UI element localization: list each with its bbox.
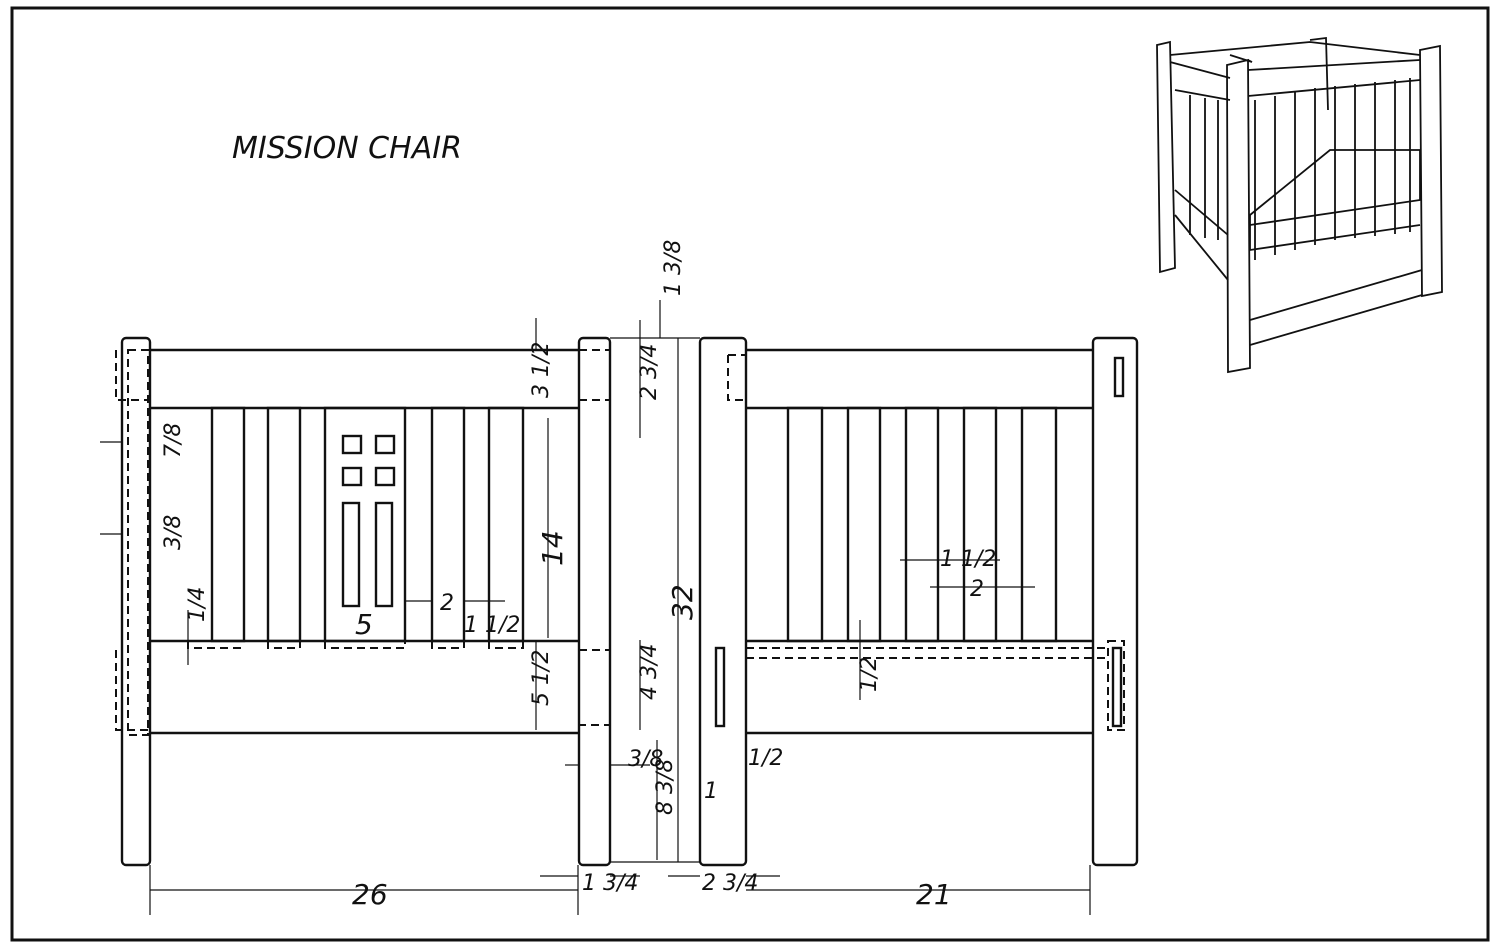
right-front-post — [577, 336, 612, 867]
svg-text:1: 1 — [704, 779, 718, 804]
svg-text:21: 21 — [916, 878, 952, 911]
svg-text:2: 2 — [440, 591, 454, 616]
left-front-post — [120, 336, 152, 867]
dimension-lines — [100, 300, 1091, 915]
svg-text:2 3/4: 2 3/4 — [702, 871, 758, 896]
svg-text:1/4: 1/4 — [185, 587, 210, 622]
svg-text:8 3/8: 8 3/8 — [653, 759, 678, 815]
svg-text:5: 5 — [355, 608, 373, 641]
dimension-labels: 26 21 1 3/4 2 3/4 32 14 3 1/2 2 3/4 1 3/… — [161, 240, 996, 911]
front-side-post — [698, 336, 748, 867]
chair-perspective-sketch — [1156, 36, 1443, 374]
drawing-border — [10, 6, 1490, 942]
svg-text:3 1/2: 3 1/2 — [529, 342, 554, 398]
svg-text:2: 2 — [970, 577, 984, 602]
svg-text:1 3/8: 1 3/8 — [661, 240, 686, 296]
svg-text:3/8: 3/8 — [628, 747, 663, 772]
svg-text:4 3/4: 4 3/4 — [637, 644, 662, 700]
svg-text:1 1/2: 1 1/2 — [464, 613, 520, 638]
svg-text:1 1/2: 1 1/2 — [940, 547, 996, 572]
svg-text:5 1/2: 5 1/2 — [529, 650, 554, 706]
svg-text:7/8: 7/8 — [161, 423, 186, 458]
svg-text:1 3/4: 1 3/4 — [582, 871, 638, 896]
rear-side-post — [1091, 336, 1139, 867]
svg-text:32: 32 — [666, 584, 699, 620]
svg-text:2 3/4: 2 3/4 — [637, 344, 662, 400]
drawing-title: MISSION CHAIR — [232, 131, 462, 166]
svg-text:3/8: 3/8 — [161, 515, 186, 550]
svg-text:1/2: 1/2 — [857, 657, 882, 692]
svg-text:1/2: 1/2 — [748, 746, 783, 771]
svg-text:14: 14 — [536, 530, 569, 566]
svg-text:26: 26 — [352, 878, 388, 911]
side-slats — [786, 406, 1058, 643]
side-elevation — [698, 336, 1139, 867]
